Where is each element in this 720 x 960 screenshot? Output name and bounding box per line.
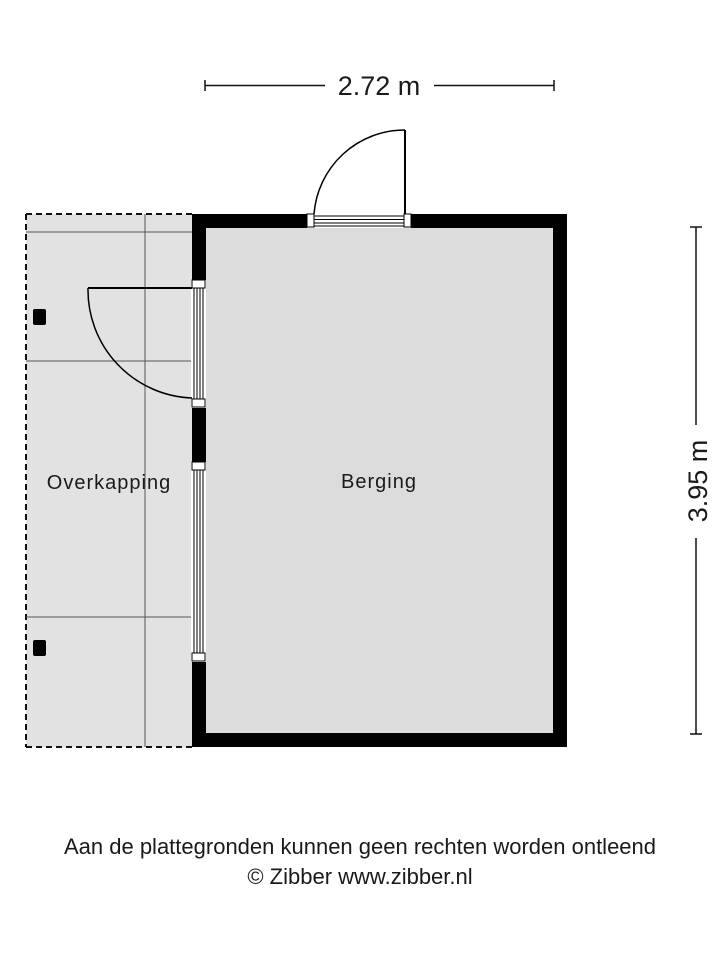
side-door xyxy=(87,279,206,408)
storage-room-label: Berging xyxy=(341,471,417,493)
side-window xyxy=(191,461,206,662)
height-dimension-label: 3.95 m xyxy=(683,440,713,523)
canopy-label: Overkapping xyxy=(47,472,171,494)
height-dimension: 3.95 m xyxy=(683,226,713,735)
post xyxy=(33,640,46,656)
copyright-text: © Zibber www.zibber.nl xyxy=(247,864,473,889)
post xyxy=(33,309,46,325)
width-dimension-label: 2.72 m xyxy=(338,71,421,101)
top-door xyxy=(306,129,412,228)
width-dimension: 2.72 m xyxy=(204,71,555,101)
disclaimer-text: Aan de plattegronden kunnen geen rechten… xyxy=(63,834,657,859)
canopy-area xyxy=(25,213,192,748)
